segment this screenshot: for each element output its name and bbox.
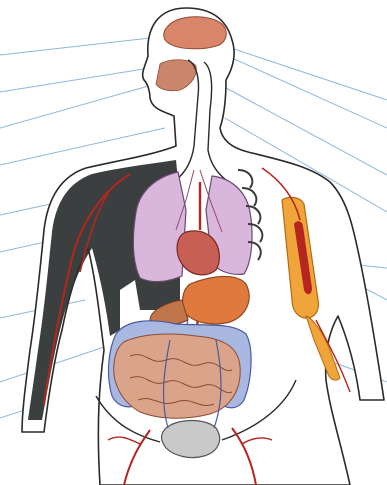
bladder xyxy=(162,421,220,458)
brain xyxy=(164,17,227,49)
leader-line xyxy=(0,38,150,55)
leader-line xyxy=(232,58,387,128)
intestines xyxy=(109,321,252,418)
leader-line xyxy=(0,85,152,128)
leader-line xyxy=(222,45,387,100)
leader-line xyxy=(0,68,150,92)
stomach xyxy=(183,276,250,324)
small-intestine xyxy=(114,334,240,418)
